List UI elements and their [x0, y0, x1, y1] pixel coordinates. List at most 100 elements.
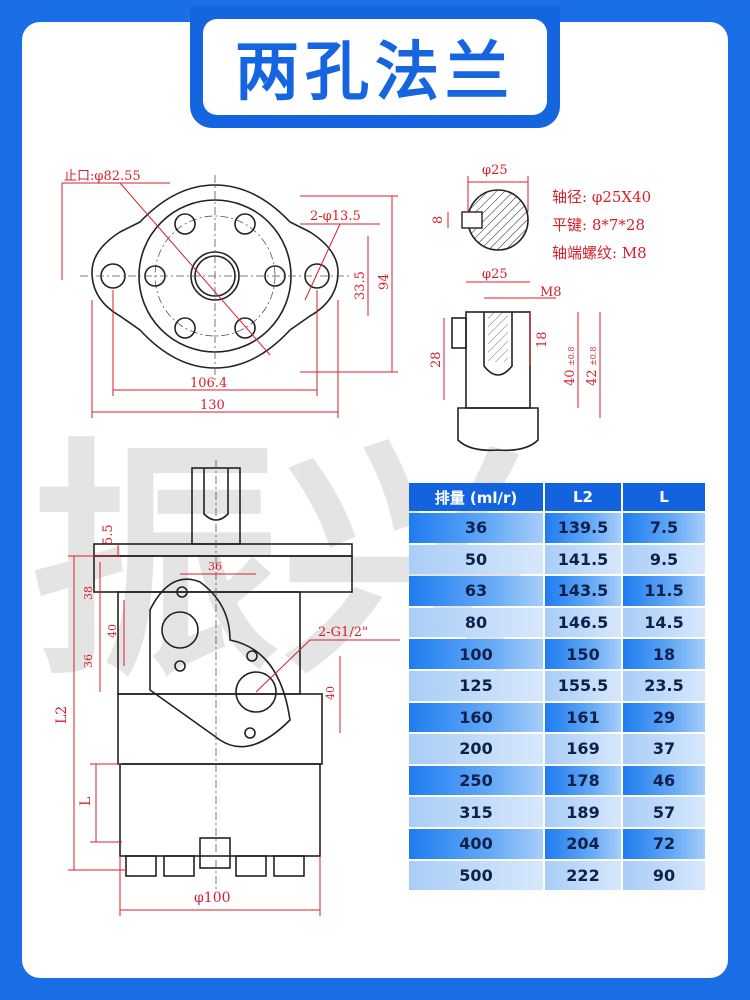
dim-28: 28 — [429, 351, 444, 368]
cell-l: 11.5 — [623, 576, 705, 606]
shaft-thread-hole — [483, 312, 513, 376]
dim-40-shaft: 40 — [563, 369, 578, 386]
dim-36-top: 36 — [208, 560, 222, 573]
holes-leader-diag — [304, 223, 341, 301]
key-slot — [461, 211, 483, 229]
dim-36-left: 36 — [82, 654, 95, 668]
cell-l: 18 — [623, 639, 705, 669]
cell-l: 23.5 — [623, 670, 705, 701]
ports-leader-diag — [255, 639, 311, 693]
cell-l2: 143.5 — [545, 576, 621, 606]
cell-displacement: 500 — [409, 860, 543, 891]
dim-130: 130 — [200, 398, 225, 413]
plate-screw — [244, 727, 256, 739]
dim-33-5: 33.5 — [353, 271, 368, 300]
cell-displacement: 250 — [409, 765, 543, 796]
cell-displacement: 400 — [409, 828, 543, 859]
title-plate: 两孔法兰 — [203, 19, 547, 115]
plate-screw — [176, 586, 188, 598]
bolt-hole — [234, 317, 256, 339]
cell-displacement: 80 — [409, 607, 543, 638]
dim-42: 42 — [585, 369, 600, 386]
cell-l2: 178 — [545, 765, 621, 796]
spec-end-thread: 轴端螺纹: M8 — [552, 244, 647, 262]
cell-l: 72 — [623, 828, 705, 859]
cell-l: 7.5 — [623, 513, 705, 543]
spec-shaft-dia: 轴径: φ25X40 — [552, 188, 651, 206]
cell-l2: 189 — [545, 797, 621, 827]
cell-displacement: 100 — [409, 639, 543, 669]
cell-l: 14.5 — [623, 607, 705, 638]
dim-40-left: 40 — [106, 624, 119, 638]
cell-l2: 141.5 — [545, 544, 621, 575]
table-header-row: 排量 (ml/r) L2 L — [409, 483, 705, 511]
cell-l2: 150 — [545, 639, 621, 669]
spec-flat-key: 平键: 8*7*28 — [552, 216, 645, 234]
dim-40-right: 40 — [324, 686, 337, 700]
motor-side-view: 5.5 36 38 40 36 2-G1/2" 40 L2 L φ100 — [54, 460, 400, 916]
dim-5-5: 5.5 — [101, 524, 116, 545]
port-b — [235, 671, 277, 713]
bolt-hole — [234, 213, 256, 235]
dim-38: 38 — [82, 586, 95, 600]
flange-outline — [91, 184, 339, 369]
cell-l: 37 — [623, 734, 705, 764]
cell-l: 29 — [623, 702, 705, 733]
holes-label: 2-φ13.5 — [310, 209, 361, 224]
shaft-cross-section: φ25 8 — [431, 163, 529, 251]
cell-l: 9.5 — [623, 544, 705, 575]
page-title: 两孔法兰 — [235, 36, 515, 110]
cell-l2: 169 — [545, 734, 621, 764]
bolt-hole — [174, 213, 196, 235]
side-diameter: φ25 — [482, 267, 508, 282]
dim-106-4: 106.4 — [190, 376, 227, 391]
side-thread: M8 — [540, 285, 562, 300]
spigot-leader-diag — [119, 182, 271, 356]
cell-l: 57 — [623, 797, 705, 827]
cell-l2: 139.5 — [545, 513, 621, 543]
plate-screw — [246, 650, 258, 662]
tol-40: ±0.8 — [567, 347, 576, 366]
cell-displacement: 125 — [409, 670, 543, 701]
cell-l2: 222 — [545, 860, 621, 891]
section-diameter: φ25 — [482, 163, 508, 178]
cell-l2: 146.5 — [545, 607, 621, 638]
shaft-side-view: φ25 M8 18 28 40 ±0.8 42 ±0.8 — [429, 267, 601, 452]
shaft-specs: 轴径: φ25X40 平键: 8*7*28 轴端螺纹: M8 — [552, 188, 651, 262]
cell-displacement: 315 — [409, 797, 543, 827]
header-l2: L2 — [545, 483, 621, 511]
header-displacement: 排量 (ml/r) — [409, 483, 543, 511]
port-a — [161, 611, 199, 649]
port-plate — [149, 578, 291, 748]
cell-l2: 204 — [545, 828, 621, 859]
cell-l: 46 — [623, 765, 705, 796]
bolt-hole — [174, 317, 196, 339]
dim-l: L — [78, 797, 94, 806]
header-l: L — [623, 483, 705, 511]
shaft-key — [451, 317, 467, 349]
cell-displacement: 50 — [409, 544, 543, 575]
thread-hatch — [488, 312, 508, 362]
cell-l2: 161 — [545, 702, 621, 733]
tol-42: ±0.8 — [589, 347, 598, 366]
dim-100: φ100 — [194, 890, 231, 906]
dim-18: 18 — [535, 331, 550, 348]
ports-label: 2-G1/2" — [318, 625, 368, 640]
cell-displacement: 200 — [409, 734, 543, 764]
cell-displacement: 63 — [409, 576, 543, 606]
bolt-head — [125, 855, 157, 877]
front-flange-view: 止口:φ82.55 2-φ13.5 33.5 94 106.4 130 — [61, 169, 398, 418]
bolt-head — [235, 855, 267, 877]
title-banner: 两孔法兰 — [190, 6, 560, 128]
spigot-label: 止口:φ82.55 — [64, 169, 141, 184]
